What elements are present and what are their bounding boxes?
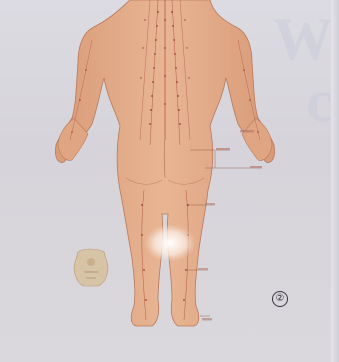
figure-number-badge: ②	[272, 291, 288, 307]
inset-vertebra-illustration	[74, 249, 108, 286]
photo-glare	[144, 224, 196, 262]
